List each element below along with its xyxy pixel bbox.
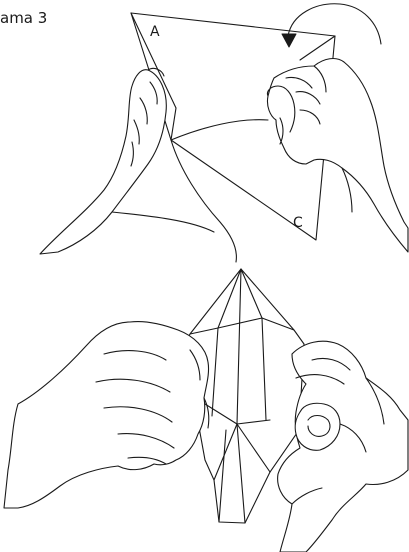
right-hand-top: [267, 59, 408, 252]
corner-label-a: A: [150, 24, 160, 40]
step-3-figure: A C: [40, 4, 408, 262]
corner-label-c: C: [293, 215, 303, 231]
left-hand-bottom: [4, 321, 209, 508]
right-hand-bottom: [278, 341, 408, 552]
step-4-figure: [4, 269, 408, 552]
